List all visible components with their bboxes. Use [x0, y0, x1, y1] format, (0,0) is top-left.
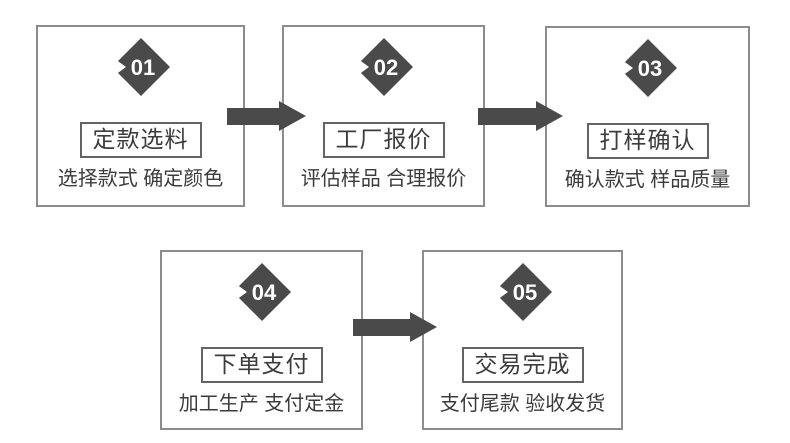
step-number-badge: 01: [111, 38, 170, 96]
step-number: 04: [251, 280, 276, 305]
step-number-badge: 02: [354, 38, 413, 96]
step-title-box: 下单支付: [200, 347, 323, 384]
step-title-box: 工厂报价: [322, 122, 445, 159]
diamond-badge-icon: 04: [232, 263, 291, 321]
step-subtitle: 选择款式 确定颜色: [57, 168, 224, 191]
step-box-3: 03 打样确认 确认款式 样品质量: [545, 26, 750, 207]
diamond-badge-icon: 01: [111, 38, 170, 96]
step-title-box: 打样确认: [586, 123, 709, 160]
step-box-2: 02 工厂报价 评估样品 合理报价: [282, 25, 485, 207]
diamond-badge-icon: 05: [493, 263, 552, 321]
step-number: 02: [373, 55, 397, 80]
step-subtitle: 支付尾款 验收发货: [439, 393, 606, 416]
step-number: 05: [512, 280, 536, 305]
step-subtitle: 加工生产 支付定金: [178, 393, 345, 416]
arrow-head-icon: [279, 101, 306, 131]
step-box-4: 04 下单支付 加工生产 支付定金: [160, 250, 363, 430]
step-title-box: 交易完成: [461, 347, 584, 384]
arrow-shaft: [227, 108, 279, 125]
arrow-head-icon: [410, 312, 437, 342]
diamond-badge-icon: 03: [618, 39, 677, 97]
step-title-box: 定款选料: [79, 122, 202, 159]
arrow-head-icon: [536, 101, 563, 131]
arrow-shaft: [478, 108, 536, 125]
diamond-badge-icon: 02: [354, 38, 413, 96]
step-number-badge: 04: [232, 263, 291, 321]
step-number: 03: [637, 56, 661, 81]
step-subtitle: 确认款式 样品质量: [564, 169, 731, 192]
step-number-badge: 03: [618, 39, 677, 97]
step-number-badge: 05: [493, 263, 552, 321]
step-subtitle: 评估样品 合理报价: [300, 168, 467, 191]
arrow-shaft: [353, 319, 410, 336]
step-box-5: 05 交易完成 支付尾款 验收发货: [422, 250, 623, 430]
step-box-1: 01 定款选料 选择款式 确定颜色: [36, 25, 245, 207]
step-number: 01: [130, 55, 154, 80]
